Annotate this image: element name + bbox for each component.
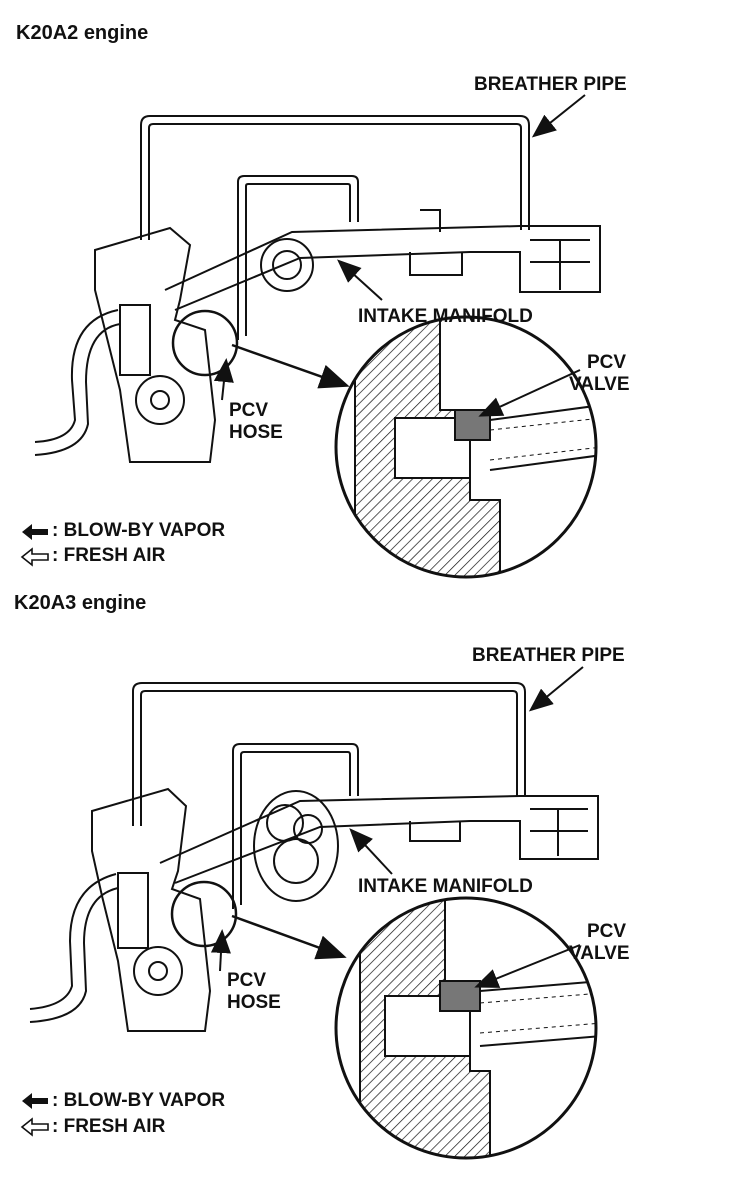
k20a2-leaders [213,94,586,417]
solid-left-arrow-icon [22,1093,48,1109]
pcv-hose [237,175,359,340]
k20a3-intake-manifold-label: INTAKE MANIFOLD [358,876,533,897]
intake-tube [159,795,599,884]
k20a2-diagram: K20A2 engine BREATHER PIPE INTAKE MANIFO… [16,22,630,579]
left-hose [29,873,119,1023]
k20a2-pcv-hose-label-2: HOSE [229,422,283,443]
k20a3-diagram: K20A3 engine BREATHER PIPE INTAKE MANIFO… [0,591,752,1182]
k20a2-pcv-valve-label-1: PCV [587,352,627,373]
k20a2-engine-drawing [20,94,601,579]
magnify-pointer [231,914,347,960]
k20a3-engine-drawing [20,666,599,1160]
pcv-valve-magnified-view [334,896,598,1160]
hollow-left-arrow-icon [20,1117,49,1137]
pcv-valve-magnified-view [334,315,598,579]
k20a2-breather-pipe-label: BREATHER PIPE [474,74,627,95]
solid-left-arrow-icon [22,524,48,540]
magnify-pointer [231,343,350,389]
pcv-hose [232,743,359,909]
breather-pipe [132,682,526,826]
k20a3-pcv-hose-label-2: HOSE [227,992,281,1013]
k20a3-legend-blowby: : BLOW-BY VAPOR [52,1090,226,1111]
k20a3-legend-fresh: : FRESH AIR [52,1116,166,1137]
k20a2-pcv-valve-label-2: VALVE [569,374,630,395]
engine-block [91,787,212,1032]
hollow-left-arrow-icon [20,547,49,567]
k20a3-title: K20A3 engine [14,592,147,614]
k20a2-title: K20A2 engine [16,22,149,44]
k20a3-pcv-hose-label-1: PCV [227,970,267,991]
pcv-callout-small-circle [170,880,238,948]
engine-block [94,226,217,463]
throttle-body [253,790,339,902]
throttle-body [260,238,314,292]
k20a3-breather-pipe-label: BREATHER PIPE [472,645,625,666]
k20a3-pcv-valve-label-2: VALVE [569,943,630,964]
left-hose [34,309,121,456]
k20a2-legend-blowby: : BLOW-BY VAPOR [52,520,226,541]
intake-tube [164,209,601,311]
breather-pipe [140,115,530,240]
k20a2-intake-manifold-label: INTAKE MANIFOLD [358,306,533,327]
k20a2-legend-fresh: : FRESH AIR [52,545,166,566]
k20a3-leaders [210,666,584,988]
k20a3-pcv-valve-label-1: PCV [587,921,627,942]
pcv-callout-small-circle [171,309,239,377]
k20a2-pcv-hose-label-1: PCV [229,400,269,421]
